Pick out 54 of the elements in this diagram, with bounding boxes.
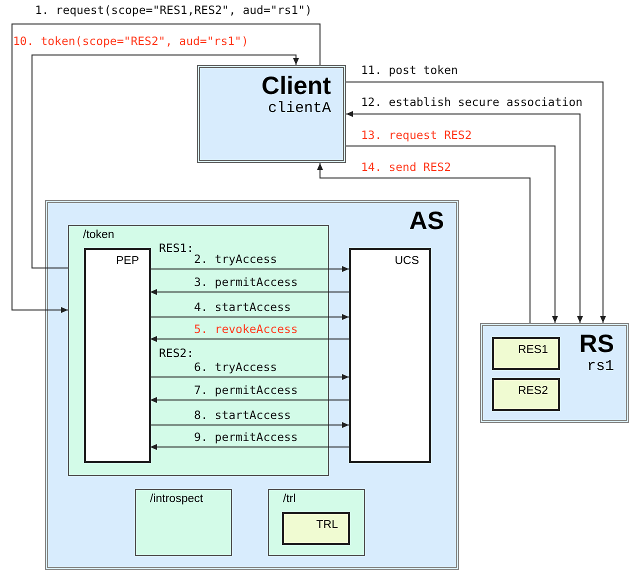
node-label: /token bbox=[83, 229, 114, 241]
edge-label: 3. permitAccess bbox=[194, 275, 298, 289]
arrow bbox=[150, 289, 350, 295]
edge-label: 10. token(scope="RES2", aud="rs1") bbox=[13, 34, 248, 48]
section-label: RES2: bbox=[159, 346, 194, 360]
node-label: TRL bbox=[316, 519, 338, 531]
list-box bbox=[282, 512, 350, 545]
node-title: Client bbox=[262, 72, 331, 101]
edge-label: 6. tryAccess bbox=[194, 360, 278, 374]
arrow bbox=[32, 54, 299, 268]
node-label: /trl bbox=[283, 493, 296, 505]
server-box bbox=[480, 323, 629, 423]
lifeline-box bbox=[84, 248, 151, 463]
edge-label: 9. permitAccess bbox=[194, 430, 298, 444]
arrow bbox=[150, 336, 350, 342]
section-label: RES1: bbox=[159, 241, 194, 255]
node-label: UCS bbox=[394, 255, 419, 267]
edge-label: 2. tryAccess bbox=[194, 252, 278, 266]
arrow bbox=[346, 146, 558, 324]
arrow bbox=[346, 111, 583, 324]
node-label: PEP bbox=[116, 255, 139, 267]
edge-label: 4. startAccess bbox=[194, 300, 291, 314]
arrow bbox=[346, 82, 606, 324]
edge-label: 5. revokeAccess bbox=[194, 322, 298, 336]
arrow bbox=[150, 374, 350, 380]
node-subtitle: rs1 bbox=[586, 358, 614, 375]
resource-box bbox=[492, 378, 560, 411]
client-box bbox=[197, 65, 346, 163]
arrow bbox=[150, 397, 350, 403]
endpoint-box bbox=[268, 489, 365, 556]
edge-label: 14. send RES2 bbox=[361, 160, 452, 174]
arrow bbox=[150, 314, 350, 320]
resource-box bbox=[492, 337, 560, 370]
node-title: RS bbox=[579, 330, 614, 359]
node-label: RES2 bbox=[518, 385, 548, 397]
node-label: /introspect bbox=[150, 493, 204, 505]
arrow bbox=[150, 422, 350, 428]
edge-label: 11. post token bbox=[361, 63, 458, 77]
node-title: AS bbox=[409, 207, 444, 236]
arrow bbox=[12, 24, 320, 313]
lifeline-box bbox=[349, 248, 431, 463]
endpoint-box bbox=[68, 225, 329, 476]
edge-label: 13. request RES2 bbox=[361, 128, 472, 142]
edge-label: 8. startAccess bbox=[194, 408, 291, 422]
node-label: RES1 bbox=[518, 344, 548, 356]
arrow bbox=[150, 444, 350, 450]
edge-label: 12. establish secure association bbox=[361, 95, 583, 109]
edge-label: 7. permitAccess bbox=[194, 383, 298, 397]
edge-label: 1. request(scope="RES1,RES2", aud="rs1") bbox=[35, 3, 312, 17]
endpoint-box bbox=[135, 489, 232, 556]
server-box bbox=[45, 200, 459, 570]
node-subtitle: clientA bbox=[268, 100, 331, 117]
arrow bbox=[317, 162, 530, 324]
arrow bbox=[150, 266, 350, 272]
